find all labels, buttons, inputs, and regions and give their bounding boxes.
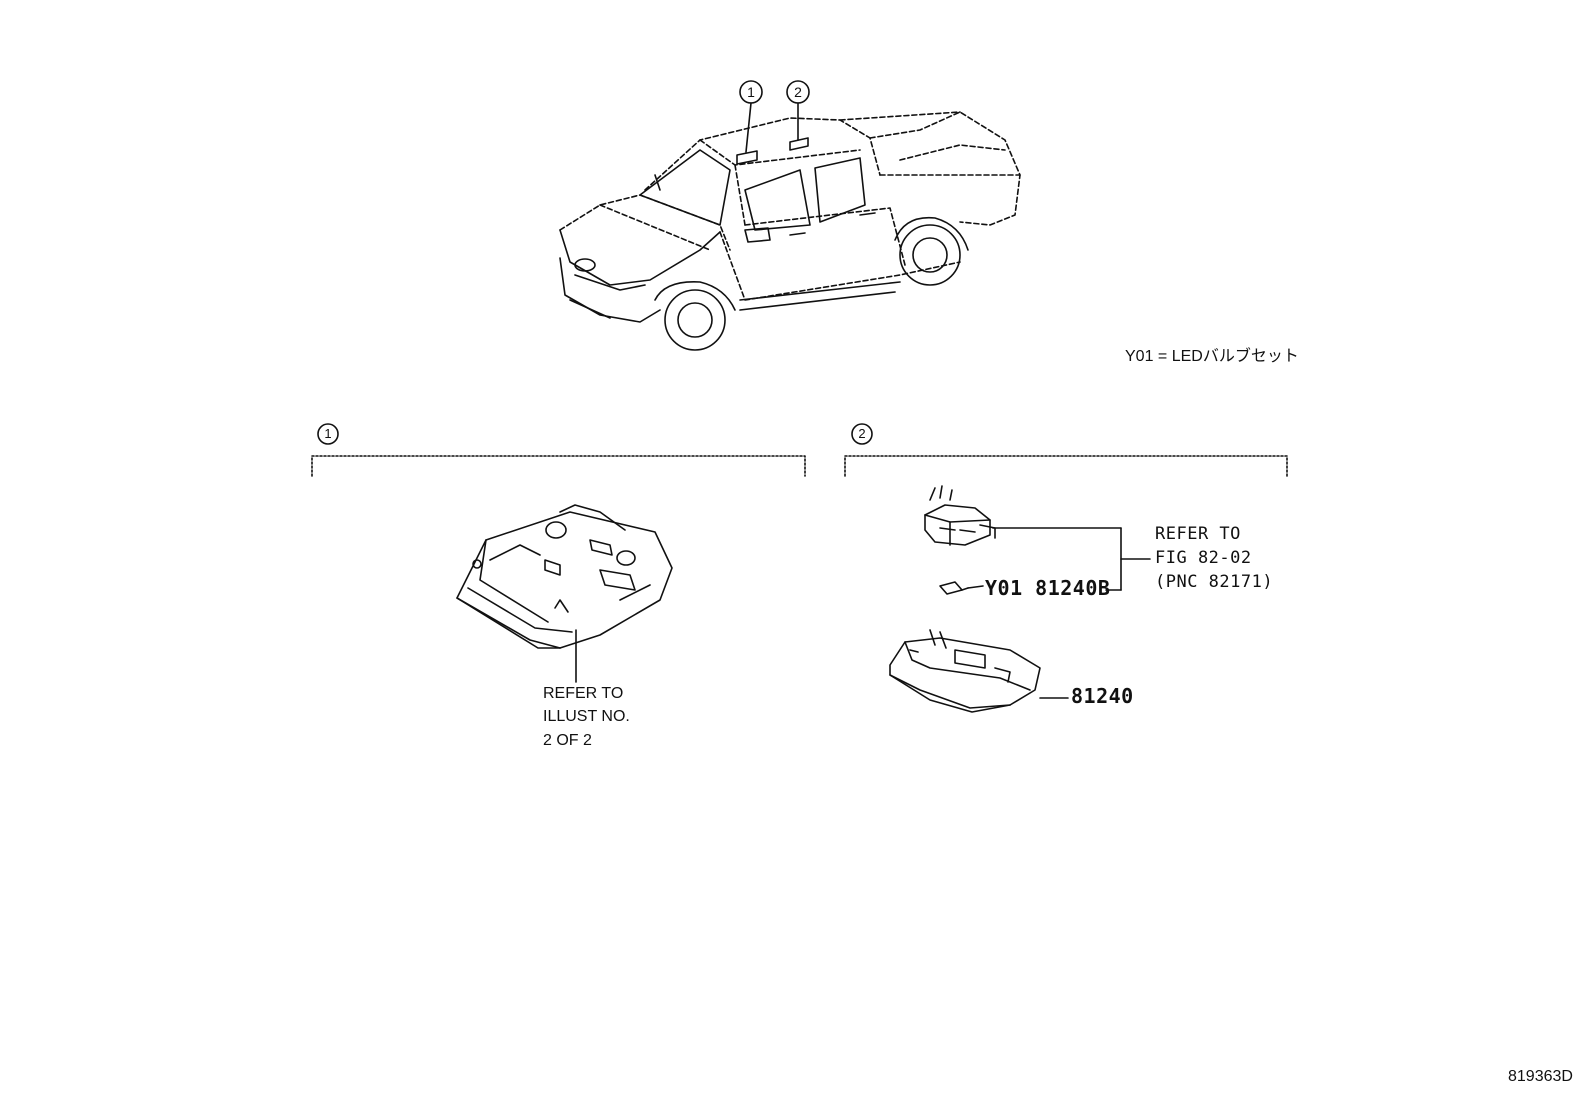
bulb-part-number: Y01 81240B	[985, 576, 1111, 600]
figure-number: 819363D	[1508, 1068, 1573, 1085]
section-2-bracket	[844, 423, 1288, 477]
section-1-refer-line-1: REFER TO	[543, 685, 624, 702]
section-1-refer-line-3: 2 OF 2	[543, 732, 592, 749]
section-1-refer-line-2: ILLUST NO.	[543, 708, 630, 725]
lamp-part-number: 81240	[1071, 684, 1134, 708]
section-2-refer-line-3: (PNC 82171)	[1155, 572, 1274, 592]
led-bulb	[939, 581, 984, 595]
section-1-number: 1	[324, 426, 332, 441]
pickup-truck-illustration	[559, 111, 1021, 351]
section-2-refer-line-1: REFER TO	[1155, 524, 1241, 544]
section-1-map-lamp-assembly	[456, 504, 673, 683]
section-2-circle	[851, 423, 873, 445]
truck-callout-leaders	[739, 80, 810, 153]
refer-bracket	[1105, 527, 1151, 591]
truck-callout-2-number: 2	[794, 84, 802, 100]
legend-y01: Y01 = LEDバルブセット	[1125, 348, 1299, 365]
map-lamp-housing	[889, 629, 1069, 713]
section-2-number: 2	[858, 426, 866, 441]
bulb-socket-connector	[924, 485, 1122, 546]
truck-callout-1-number: 1	[747, 84, 755, 100]
section-1-bracket	[311, 423, 806, 477]
section-2-refer-line-2: FIG 82-02	[1155, 548, 1252, 568]
section-1-circle	[317, 423, 339, 445]
